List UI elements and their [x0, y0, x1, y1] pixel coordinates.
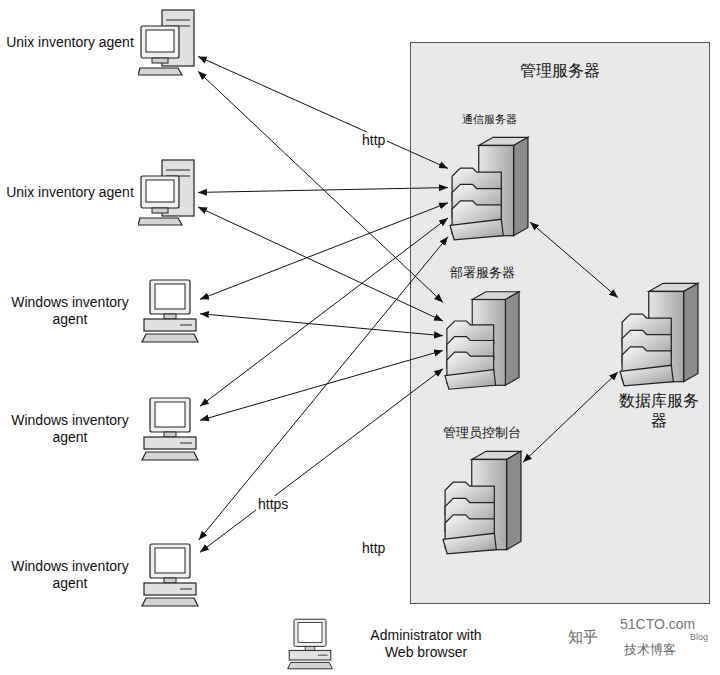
watermark: 51CTO.com — [618, 616, 697, 633]
protocol-label: http — [360, 132, 387, 149]
connector-arrow — [523, 372, 618, 462]
node-label: Unix inventory agent — [6, 34, 134, 52]
deployment-server: 部署服务器 — [427, 265, 537, 391]
node-label: 管理服务器 — [411, 61, 709, 81]
node-label: Administrator with Web browser — [356, 627, 496, 662]
connector-arrow — [530, 222, 618, 298]
node-label: Windows inventory agent — [4, 412, 136, 447]
connector-arrow — [198, 207, 443, 321]
connector-arrow — [200, 203, 448, 300]
connector-arrow — [200, 369, 443, 553]
windows-agent: Windows inventory agent — [4, 276, 200, 346]
node-label: Windows inventory agent — [4, 558, 136, 593]
windows-agent: Windows inventory agent — [4, 394, 200, 464]
device-icon — [282, 616, 338, 672]
connector-arrow — [200, 314, 443, 336]
device-icon — [443, 287, 521, 391]
node-label: Unix inventory agent — [6, 184, 134, 202]
unix-agent: Unix inventory agent — [6, 8, 198, 78]
watermark: Blog — [688, 632, 710, 643]
connector-arrow — [198, 71, 443, 302]
device-icon — [441, 447, 523, 555]
connector-arrow — [200, 218, 448, 406]
database-server: 数据库服务器 — [615, 279, 703, 431]
device-icon — [618, 279, 700, 387]
device-icon — [140, 394, 200, 464]
device-icon — [138, 158, 198, 228]
watermark: 知乎 — [566, 628, 600, 646]
node-label: 管理员控制台 — [441, 425, 523, 441]
unix-agent: Unix inventory agent — [6, 158, 198, 228]
connector-arrow — [198, 56, 448, 168]
admin-console: 管理员控制台 — [427, 425, 537, 555]
protocol-label: http — [360, 540, 387, 557]
connector-arrow — [200, 350, 443, 420]
windows-agent: Windows inventory agent — [4, 540, 200, 610]
node-label: 数据库服务器 — [618, 391, 700, 431]
node-label: 部署服务器 — [448, 265, 517, 281]
connector-arrow — [198, 188, 448, 193]
management-server-box: 管理服务器通信服务器部署服务器管理员控制台 数据库服务器 — [410, 42, 710, 604]
protocol-label: https — [256, 496, 290, 513]
watermark: 技术博客 — [622, 642, 678, 658]
device-icon — [140, 276, 200, 346]
communication-server: 通信服务器 — [439, 113, 539, 241]
connector-arrow — [199, 237, 448, 540]
admin-browser: Administrator with Web browser — [282, 616, 496, 672]
device-icon — [448, 133, 530, 241]
node-label: Windows inventory agent — [4, 294, 136, 329]
device-icon — [140, 540, 200, 610]
device-icon — [138, 8, 198, 78]
node-label: 通信服务器 — [460, 113, 519, 127]
